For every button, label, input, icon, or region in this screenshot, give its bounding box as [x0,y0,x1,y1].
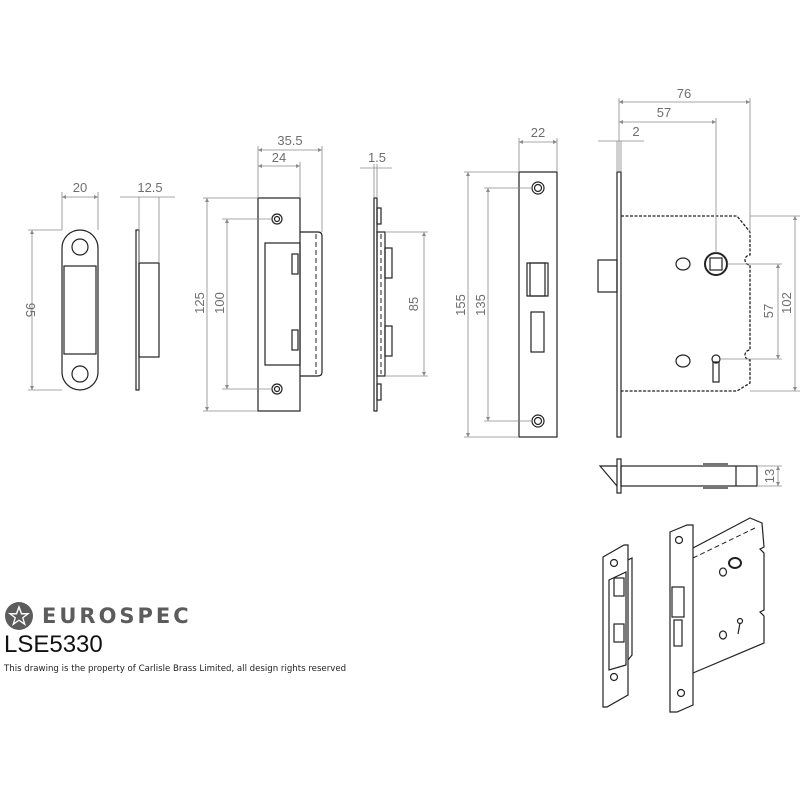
dim-lock-case-height: 102 [779,292,794,314]
dim-forend-thickness: 2 [632,124,639,139]
flat-strike-front-view: 20 95 [23,180,99,391]
forend-front-view: 22 155 135 [453,125,558,438]
dim-box-strike-plate-width: 24 [272,150,286,165]
brand-name: EUROSPEC [42,604,192,628]
dim-forend-height: 155 [453,294,468,316]
star-in-circle-icon [5,602,33,630]
dim-lock-overall-depth: 76 [677,86,691,101]
dim-lock-centres: 57 [761,304,776,318]
dim-box-strike-fixing-centres: 100 [212,292,227,314]
dim-box-strike-plate-height: 125 [192,292,207,314]
dim-flat-strike-height: 95 [23,303,38,317]
dim-flat-strike-width: 20 [73,180,87,195]
dim-lock-thickness: 13 [762,469,777,483]
dim-lock-backset: 57 [657,105,671,120]
copyright-notice: This drawing is the property of Carlisle… [4,664,347,674]
box-strike-side-view: 1.5 85 [360,150,428,412]
lock-body-top-view: 13 [598,458,782,494]
dim-forend-width: 22 [531,125,545,140]
flat-strike-side-view: 12.5 [120,180,175,391]
dim-box-strike-thickness: 1.5 [368,150,386,165]
brand-block: EUROSPEC [4,601,192,631]
lock-body-side-view: 76 57 2 57 102 [597,86,800,438]
dim-box-height: 85 [406,297,421,311]
box-strike-front-view: 35.5 24 125 100 [192,133,323,412]
dim-box-strike-overall-width: 35.5 [277,133,302,148]
dim-flat-strike-depth: 12.5 [137,180,162,195]
isometric-view [602,517,765,713]
model-number: LSE5330 [4,631,103,658]
dim-forend-fixing-centres: 135 [473,294,488,316]
